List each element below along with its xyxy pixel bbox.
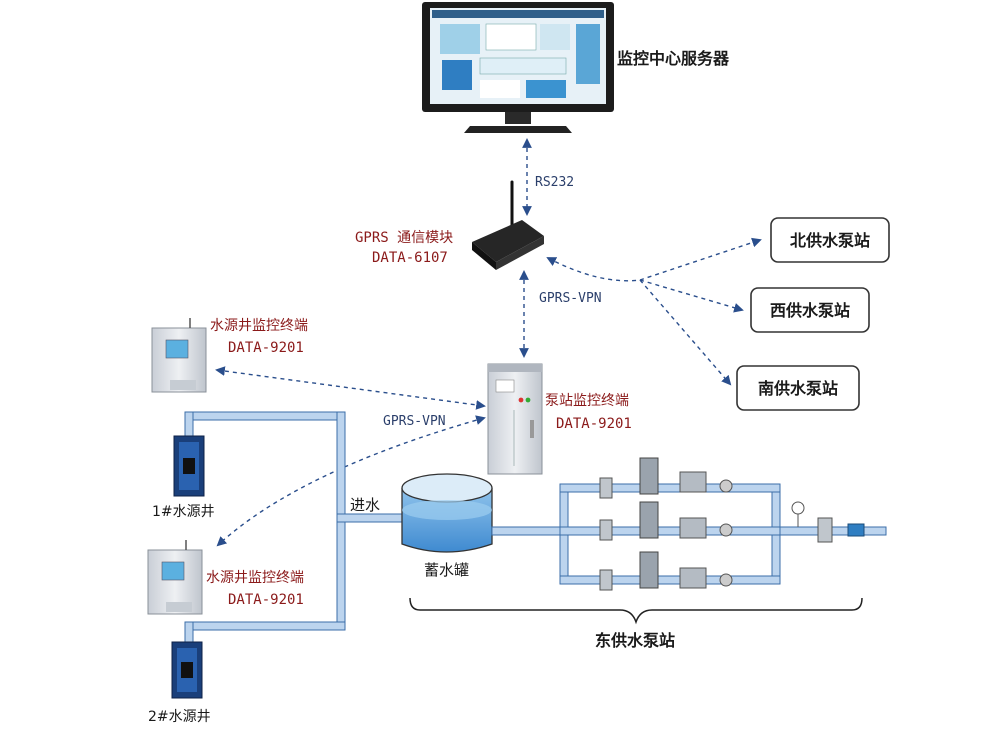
outlet-meters — [791, 501, 865, 543]
station-east-label: 东供水泵站 — [595, 631, 675, 650]
vpn-link-hub — [546, 257, 641, 282]
well-terminal-2-name: 水源井监控终端 — [206, 570, 304, 586]
station-west-label: 西供水泵站 — [770, 301, 850, 320]
station-south-label: 南供水泵站 — [758, 379, 838, 398]
pump-unit-1 — [599, 457, 733, 499]
vpn-link-south — [639, 279, 732, 386]
pump-terminal-model: DATA-9201 — [556, 416, 632, 432]
vpn-label-upper: GPRS-VPN — [539, 291, 602, 306]
well-2-label: 2#水源井 — [148, 709, 211, 725]
well-terminal-1-model: DATA-9201 — [228, 340, 304, 356]
station-north-label: 北供水泵站 — [790, 231, 870, 250]
vpn-label-lower: GPRS-VPN — [383, 414, 446, 429]
tank-label: 蓄水罐 — [424, 561, 469, 579]
well-terminal-2-icon — [147, 540, 203, 615]
well-2-icon — [171, 641, 203, 699]
well-terminal-1-icon — [151, 318, 207, 393]
gprs-module-name: GPRS 通信模块 — [355, 230, 453, 246]
inlet-label: 进水 — [350, 496, 380, 514]
rs232-label: RS232 — [535, 175, 574, 190]
gprs-module-model: DATA-6107 — [372, 250, 448, 266]
pump-unit-3 — [599, 551, 733, 591]
inlet-pipes — [184, 411, 408, 643]
storage-tank-icon — [401, 473, 493, 553]
vpn-link-well-2 — [216, 415, 486, 547]
well-1-icon — [173, 435, 205, 497]
station-west: 西供水泵站 — [750, 287, 870, 333]
pump-terminal-name: 泵站监控终端 — [545, 393, 629, 409]
server-label: 监控中心服务器 — [617, 49, 730, 68]
well-1-label: 1#水源井 — [152, 504, 215, 520]
vpn-link-north — [639, 237, 762, 281]
well-terminal-1-name: 水源井监控终端 — [210, 318, 308, 334]
well-terminal-2-model: DATA-9201 — [228, 592, 304, 608]
station-south: 南供水泵站 — [736, 365, 860, 411]
pump-cabinet-icon — [487, 363, 543, 475]
vpn-link-west — [639, 279, 744, 313]
vpn-link-well-1 — [215, 366, 486, 410]
monitor-icon — [422, 2, 614, 133]
station-north: 北供水泵站 — [770, 217, 890, 263]
pump-unit-2 — [599, 501, 733, 541]
pump-manifold — [491, 483, 887, 585]
gprs-router-icon — [472, 180, 544, 270]
east-station-brace — [409, 597, 863, 625]
